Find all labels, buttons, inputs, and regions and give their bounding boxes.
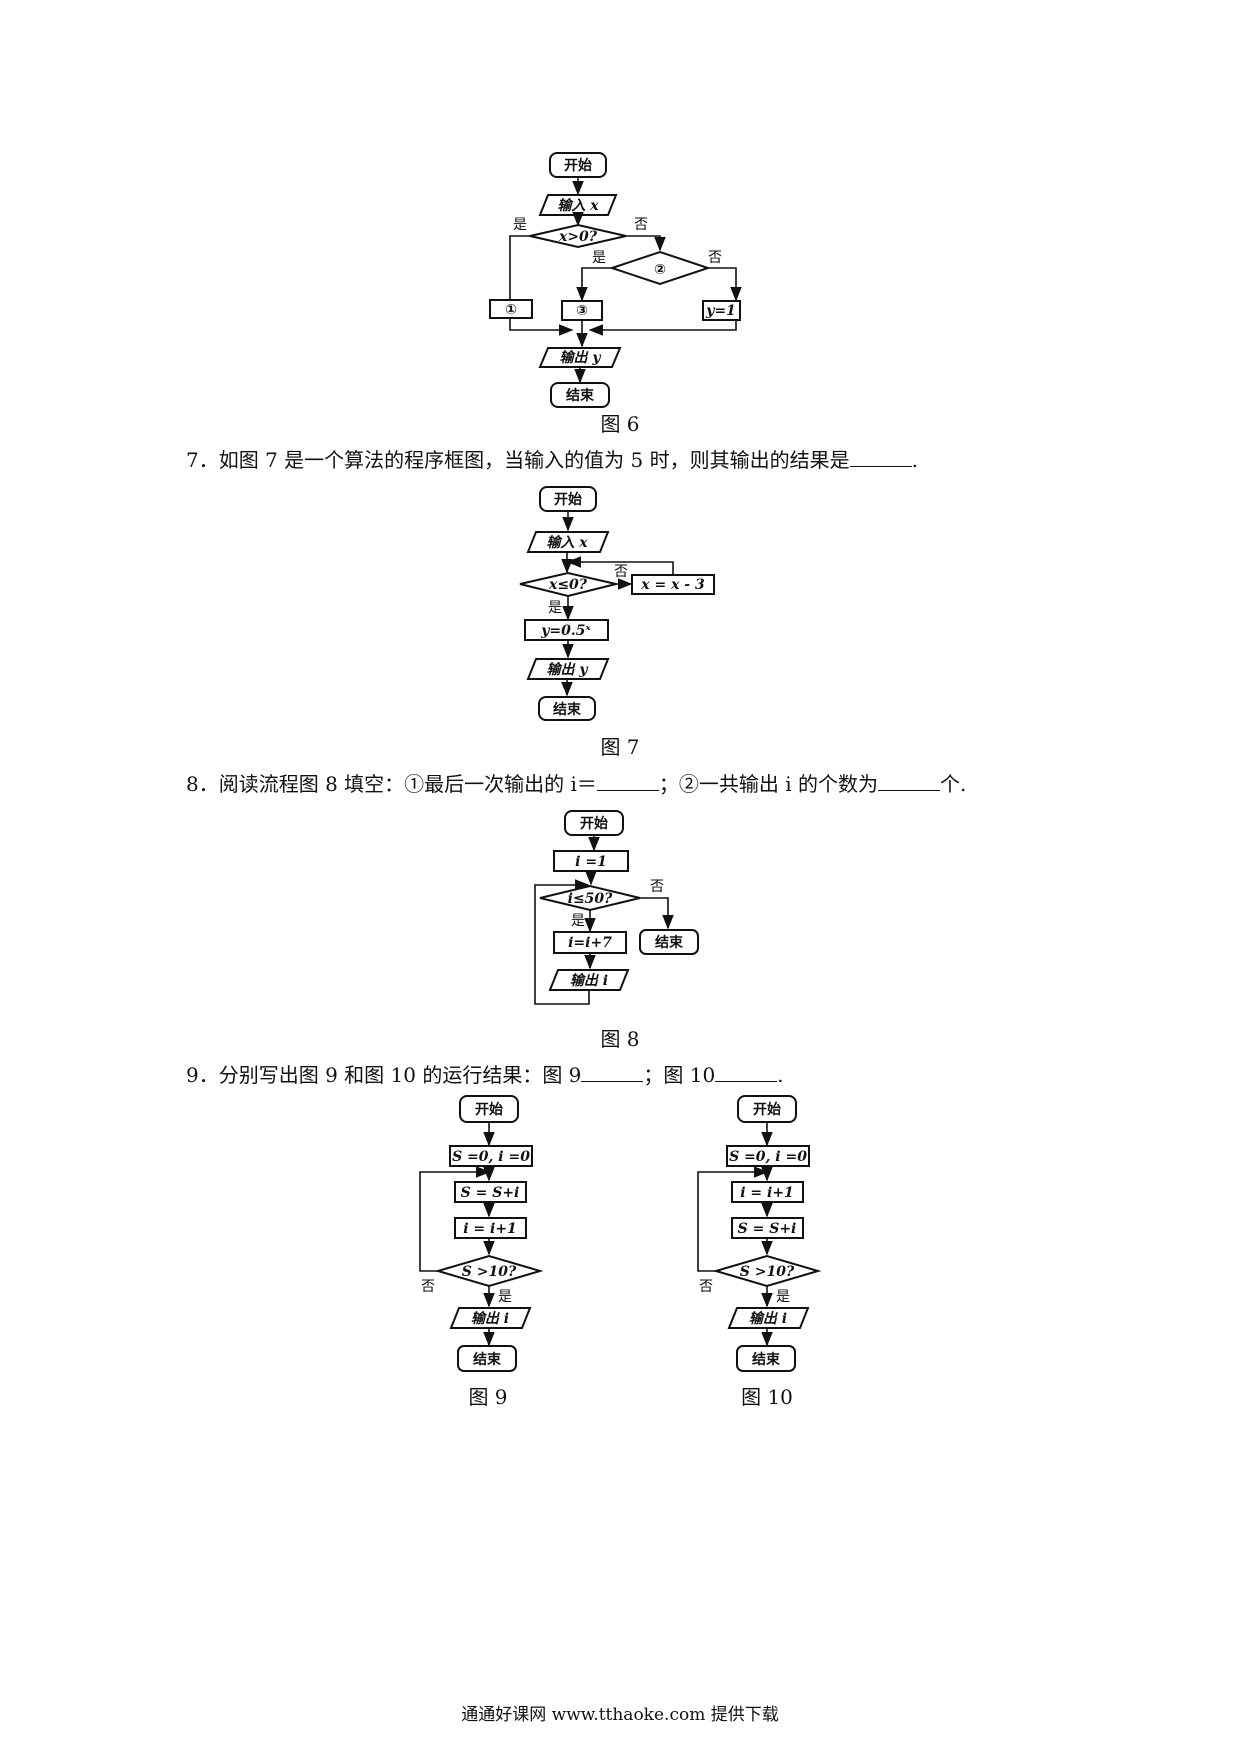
fig8-start-label: 开始 xyxy=(580,815,608,832)
fig6-decision-2-label: ② xyxy=(654,262,666,278)
fig9-output-box xyxy=(449,1307,532,1329)
fig9-init-label: S =0, i =0 xyxy=(452,1149,530,1165)
fig8-update-label: i=i+7 xyxy=(568,935,612,951)
fig7-yes-label: 是 xyxy=(548,600,562,616)
flowchart-fig9: 开始 S =0, i =0 S = S+i i = i+1 S >10? 否 是… xyxy=(419,1095,544,1409)
fig10-output-box xyxy=(727,1307,810,1329)
flowchart-fig10: 开始 S =0, i =0 i = i+1 S = S+i S >10? 否 是… xyxy=(697,1095,822,1409)
question-9-blank-2[interactable] xyxy=(715,1063,778,1082)
fig9-decision xyxy=(434,1254,544,1288)
fig8-end-label: 结束 xyxy=(655,934,684,951)
fig9-init-box xyxy=(449,1145,533,1167)
question-9-part3: . xyxy=(777,1063,784,1087)
question-9-part2: ；图 10 xyxy=(643,1063,716,1087)
fig9-output-label: 输出 i xyxy=(471,1310,509,1327)
fig10-decision xyxy=(712,1254,822,1288)
fig10-step2-label: S = S+i xyxy=(738,1221,797,1237)
fig10-decision-label: S >10? xyxy=(740,1264,795,1280)
fig6-end-label: 结束 xyxy=(566,387,595,404)
fig6-box-1-label: ① xyxy=(505,302,517,318)
question-8-part2: ；②一共输出 i 的个数为 xyxy=(658,772,879,796)
fig9-step2-box xyxy=(454,1217,527,1239)
fig8-init-label: i =1 xyxy=(575,854,607,870)
page-footer: 通通好课网 www.tthaoke.com 提供下载 xyxy=(461,1705,779,1725)
fig6-output-label: 输出 y xyxy=(559,349,601,366)
question-8-part3: 个. xyxy=(940,772,967,796)
fig7-end-label: 结束 xyxy=(553,701,582,718)
fig7-assign-label: y=0.5ˣ xyxy=(540,623,591,639)
fig10-yes-label: 是 xyxy=(776,1289,790,1305)
question-7-tail: . xyxy=(911,448,918,472)
fig9-start-label: 开始 xyxy=(475,1101,503,1118)
fig6-no2-label: 否 xyxy=(708,250,722,266)
fig8-caption: 图 8 xyxy=(600,1027,639,1051)
question-8-blank-2[interactable] xyxy=(878,772,941,791)
fig6-input-box xyxy=(538,194,618,216)
fig9-step2-label: i = i+1 xyxy=(463,1221,517,1237)
fig7-assign-box xyxy=(524,619,609,641)
fig6-output-box xyxy=(538,347,622,368)
question-7-text: 7．如图 7 是一个算法的程序框图，当输入的值为 5 时，则其输出的结果是 xyxy=(186,448,850,472)
fig6-box-y-label: y=1 xyxy=(705,303,736,319)
fig9-end-label: 结束 xyxy=(473,1351,502,1368)
fig8-yes-label: 是 xyxy=(571,913,585,929)
fig9-end-terminal xyxy=(457,1345,517,1372)
question-7: 7．如图 7 是一个算法的程序框图，当输入的值为 5 时，则其输出的结果是. xyxy=(186,447,918,473)
fig6-caption: 图 6 xyxy=(600,412,639,436)
fig7-decision-label: x≤0? xyxy=(548,577,588,593)
fig7-end-terminal xyxy=(538,696,596,721)
flowchart-fig6: 开始 输入 x x>0? 是 ① 否 ② 是 ③ 否 y=1 输出 y 结束 xyxy=(489,152,742,436)
fig9-yes-label: 是 xyxy=(498,1289,512,1305)
fig7-output-box xyxy=(526,658,610,680)
question-8: 8．阅读流程图 8 填空：①最后一次输出的 i＝ ；②一共输出 i 的个数为 个. xyxy=(186,771,966,797)
fig9-decision-label: S >10? xyxy=(462,1264,517,1280)
fig7-caption: 图 7 xyxy=(600,735,639,759)
fig10-init-label: S =0, i =0 xyxy=(729,1149,807,1165)
flowchart-fig8: 开始 i =1 i≤50? 否 结束 是 i=i+7 输出 i 图 8 xyxy=(534,810,699,1051)
question-9-part1: 9．分别写出图 9 和图 10 的运行结果：图 9 xyxy=(186,1063,582,1087)
fig6-decision-1-label: x>0? xyxy=(558,229,598,245)
fig6-yes2-label: 是 xyxy=(592,250,606,266)
fig8-no-label: 否 xyxy=(650,879,664,895)
fig6-no1-label: 否 xyxy=(634,217,648,233)
question-9: 9．分别写出图 9 和图 10 的运行结果：图 9 ；图 10. xyxy=(186,1062,784,1088)
fig6-yes1-label: 是 xyxy=(513,217,527,233)
fig10-caption: 图 10 xyxy=(741,1385,793,1409)
fig8-output-box xyxy=(548,969,630,991)
fig10-step1-label: i = i+1 xyxy=(740,1185,794,1201)
fig6-end-terminal xyxy=(550,382,610,408)
flowchart-fig7: 开始 输入 x x≤0? x = x - 3 否 是 y=0.5ˣ 输出 y 结… xyxy=(519,486,715,759)
fig9-caption: 图 9 xyxy=(468,1385,507,1409)
fig7-start-label: 开始 xyxy=(554,491,582,508)
fig9-step1-box xyxy=(454,1181,527,1203)
fig10-start-label: 开始 xyxy=(753,1101,781,1118)
fig10-end-label: 结束 xyxy=(752,1351,781,1368)
fig8-end-terminal xyxy=(639,929,699,955)
fig6-box-y xyxy=(702,300,741,321)
fig7-output-label: 输出 y xyxy=(546,661,588,678)
fig10-output-label: 输出 i xyxy=(749,1310,787,1327)
fig8-decision-label: i≤50? xyxy=(568,891,614,907)
fig6-start-label: 开始 xyxy=(564,157,592,174)
fig7-no-label: 否 xyxy=(614,564,628,580)
fig10-init-box xyxy=(726,1145,810,1167)
fig6-box-3-label: ③ xyxy=(576,303,588,319)
question-8-part1: 8．阅读流程图 8 填空：①最后一次输出的 i＝ xyxy=(186,772,597,796)
fig6-box-1 xyxy=(489,299,533,319)
question-8-blank-1[interactable] xyxy=(596,772,659,791)
fig9-step1-label: S = S+i xyxy=(461,1185,520,1201)
fig7-input-label: 输入 x xyxy=(546,534,588,551)
question-7-answer-blank[interactable] xyxy=(849,448,912,467)
fig9-no-label: 否 xyxy=(421,1279,435,1295)
fig7-input-box xyxy=(526,531,610,553)
fig10-end-terminal xyxy=(736,1345,796,1372)
fig8-output-label: 输出 i xyxy=(570,972,608,989)
fig7-update-label: x = x - 3 xyxy=(640,577,705,593)
question-9-blank-1[interactable] xyxy=(581,1063,644,1082)
fig6-input-label: 输入 x xyxy=(557,197,599,214)
fig10-no-label: 否 xyxy=(699,1279,713,1295)
